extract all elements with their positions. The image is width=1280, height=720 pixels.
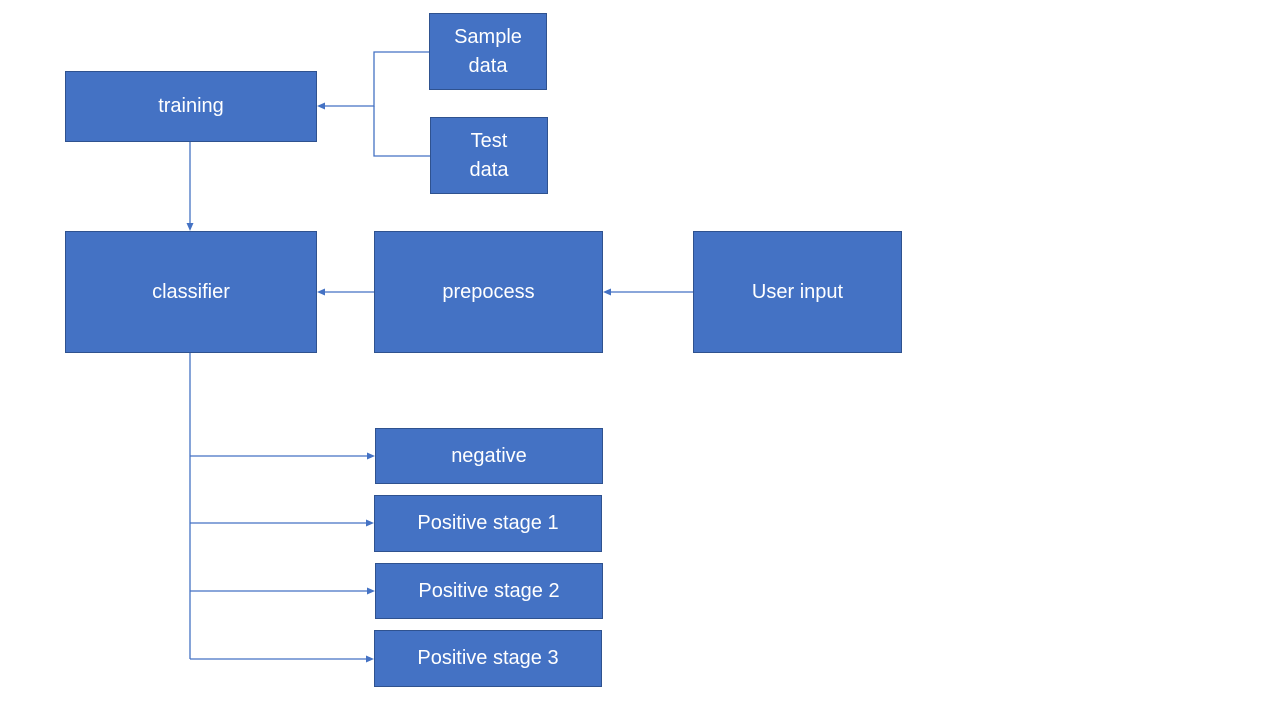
arrowhead-icon: [367, 587, 375, 595]
node-positive-stage-2: Positive stage 2: [375, 563, 603, 619]
arrowhead-icon: [366, 519, 374, 527]
connector-prepocess-to-classifier: [317, 288, 375, 296]
arrowhead-icon: [186, 223, 194, 231]
connector-classifier-to-positive-stage-2: [190, 587, 375, 595]
node-sample-data: Sample data: [429, 13, 547, 90]
connector-classifier-to-positive-stage-1: [190, 519, 374, 527]
arrowhead-icon: [317, 102, 325, 110]
node-classifier: classifier: [65, 231, 317, 353]
connector-sample-to-training: [317, 51, 430, 110]
node-user-input: User input: [693, 231, 902, 353]
node-negative: negative: [375, 428, 603, 484]
node-prepocess: prepocess: [374, 231, 603, 353]
node-training: training: [65, 71, 317, 142]
arrowhead-icon: [366, 655, 374, 663]
connector-test-to-training: [373, 106, 431, 157]
arrowhead-icon: [317, 288, 325, 296]
connector-training-to-classifier: [186, 141, 194, 231]
arrowhead-icon: [367, 452, 375, 460]
node-test-data: Test data: [430, 117, 548, 194]
connector-classifier-to-positive-stage-3: [190, 655, 374, 663]
node-positive-stage-3: Positive stage 3: [374, 630, 602, 687]
connector-userinput-to-prepocess: [603, 288, 694, 296]
connector-classifier-to-negative: [190, 452, 375, 460]
arrowhead-icon: [603, 288, 611, 296]
node-positive-stage-1: Positive stage 1: [374, 495, 602, 552]
